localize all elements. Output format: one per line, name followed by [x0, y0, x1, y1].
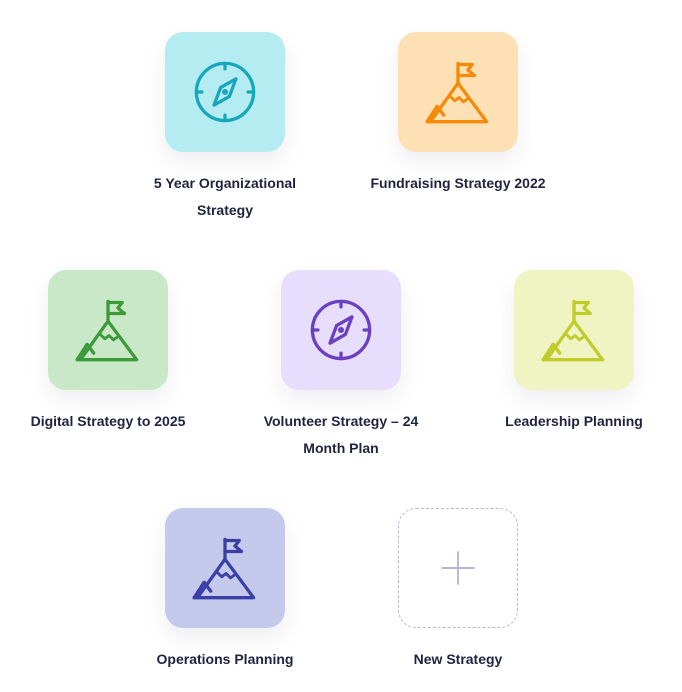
new-strategy-button[interactable]: New Strategy [358, 508, 558, 673]
strategy-tile-digital-2025[interactable]: Digital Strategy to 2025 [8, 270, 208, 435]
mountain-flag-icon [75, 299, 139, 362]
strategy-tile-box[interactable] [165, 32, 285, 152]
strategy-tile-box[interactable] [281, 270, 401, 390]
strategy-label: Digital Strategy to 2025 [30, 413, 186, 429]
mountain-flag-icon [192, 537, 256, 600]
new-strategy-box[interactable] [398, 508, 518, 628]
strategy-tile-5-year-organizational[interactable]: 5 Year Organizational Strategy [125, 32, 325, 224]
strategy-tile-box[interactable] [165, 508, 285, 628]
strategy-tile-fundraising-2022[interactable]: Fundraising Strategy 2022 [358, 32, 558, 197]
strategy-label: Volunteer Strategy – 24 Month Plan [263, 413, 419, 456]
strategy-label: 5 Year Organizational Strategy [153, 175, 297, 218]
strategy-label: Operations Planning [156, 651, 294, 667]
strategy-tile-operations-planning[interactable]: Operations Planning [125, 508, 325, 673]
mountain-flag-icon [425, 61, 489, 124]
new-strategy-label: New Strategy [413, 651, 503, 667]
strategy-label: Fundraising Strategy 2022 [370, 175, 546, 191]
strategy-tile-box[interactable] [398, 32, 518, 152]
strategy-tile-box[interactable] [48, 270, 168, 390]
compass-icon [194, 61, 256, 123]
strategy-tile-volunteer-24-month[interactable]: Volunteer Strategy – 24 Month Plan [241, 270, 441, 462]
compass-icon [310, 299, 372, 361]
mountain-flag-icon [541, 299, 605, 362]
strategy-tile-box[interactable] [514, 270, 634, 390]
strategy-label: Leadership Planning [505, 413, 643, 429]
strategy-tile-leadership-planning[interactable]: Leadership Planning [474, 270, 674, 435]
plus-icon [441, 551, 475, 585]
